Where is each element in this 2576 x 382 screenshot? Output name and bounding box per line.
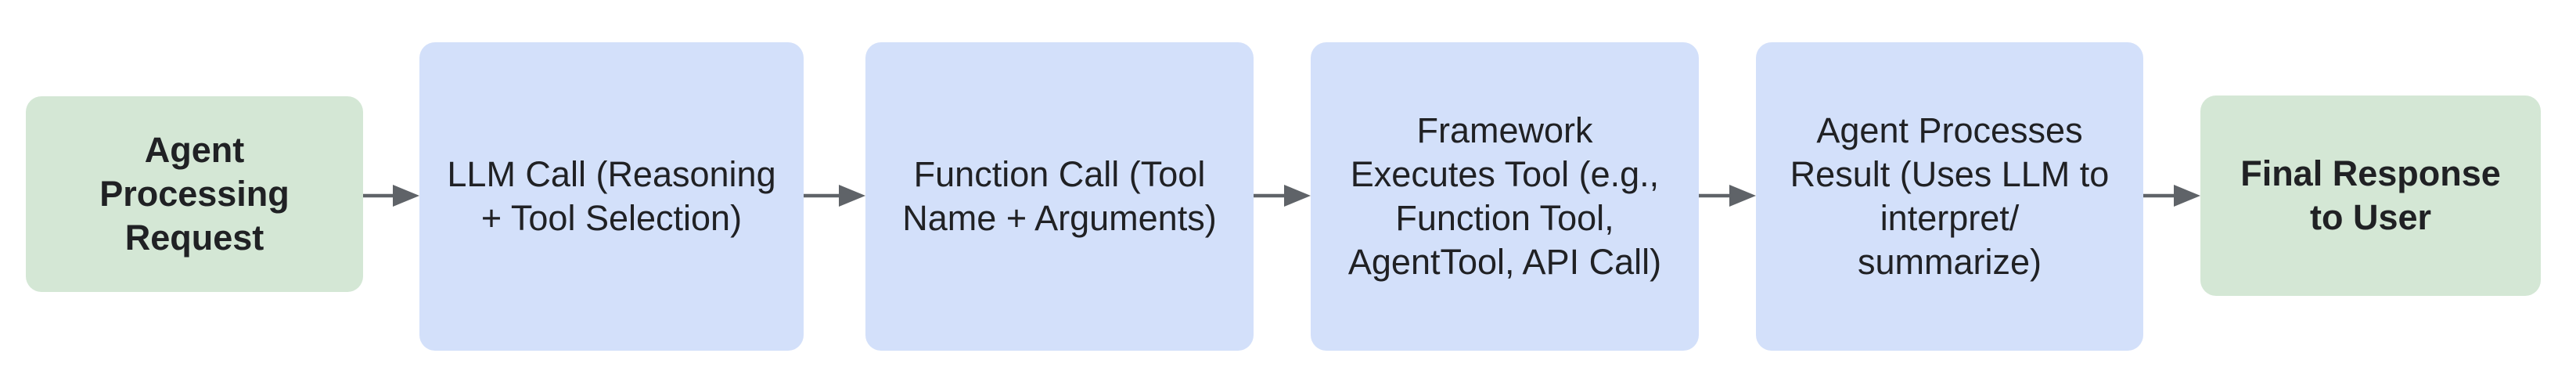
node-agent-processing-request: Agent Processing Request [26, 96, 363, 292]
node-llm-call: LLM Call (Reasoning + Tool Selection) [419, 42, 804, 351]
flow-arrow-2-icon [804, 185, 865, 207]
flow-arrow-3-icon [1254, 185, 1311, 207]
flow-arrow-4-icon [1699, 185, 1756, 207]
node-function-call: Function Call (Tool Name + Arguments) [865, 42, 1254, 351]
flow-arrow-1-icon [363, 185, 419, 207]
node-final-response-to-user: Final Response to User [2200, 96, 2541, 296]
node-agent-processes-result: Agent Processes Result (Uses LLM to inte… [1756, 42, 2143, 351]
node-framework-executes-tool: Framework Executes Tool (e.g., Function … [1311, 42, 1699, 351]
flow-arrow-5-icon [2143, 185, 2200, 207]
